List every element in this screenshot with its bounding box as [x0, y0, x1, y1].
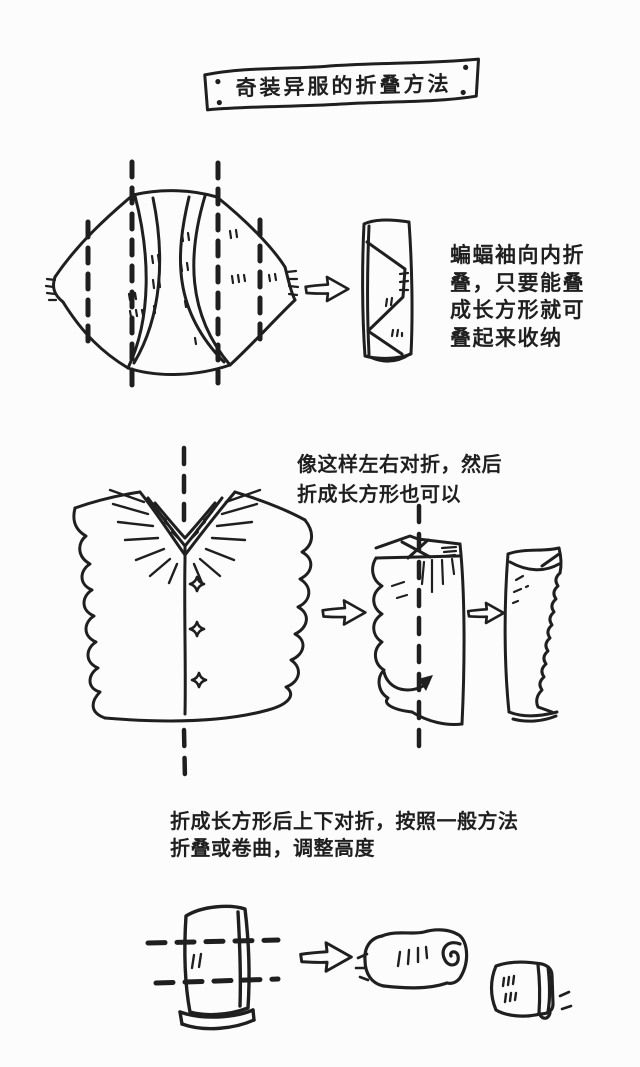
fabric-detail-ticks — [44, 228, 300, 346]
arrow-right-icon — [321, 599, 367, 626]
caption-line: 折成长方形也可以 — [297, 482, 461, 506]
arrow-right-icon — [466, 601, 506, 625]
block-outline — [489, 960, 555, 1020]
caption-line: 折成长方形后上下对折，按照一般方法 — [170, 809, 519, 833]
batwing-garment-illustration — [44, 159, 300, 393]
frill-edge-line — [535, 571, 562, 714]
roll-outline — [363, 928, 469, 990]
caption-line: 蝙蝠袖向内折 — [450, 243, 585, 267]
caption-line: 成长方形就可 — [450, 298, 585, 322]
flip-curl-arrow — [382, 670, 433, 692]
bundle-outline — [361, 218, 414, 363]
step-1-caption: 蝙蝠袖向内折 叠，只要能叠 成长方形就可 叠起来收纳 — [450, 242, 585, 352]
right-collar-band — [192, 194, 232, 367]
vest-center-placket — [183, 558, 187, 716]
rect3-detail-ticks — [190, 952, 203, 970]
left-collar-band — [126, 194, 148, 370]
fold-line-dashes — [85, 159, 263, 393]
rect-outline — [503, 546, 563, 723]
arrow-right-icon — [304, 275, 350, 303]
page-title: 奇装异服的折叠方法 — [235, 71, 452, 101]
rect-detail-ticks — [511, 574, 530, 605]
horizontal-fold-line-dashes — [145, 937, 281, 986]
vest-folded-half-illustration — [371, 503, 466, 751]
arrow-right-icon — [299, 941, 353, 973]
plaque-tack-dots — [215, 64, 469, 106]
rolled-garment-illustration — [354, 928, 469, 990]
rect3-outline — [178, 904, 256, 1031]
vest-folded-rectangle-illustration — [503, 546, 563, 723]
diamond-buttons — [188, 575, 208, 689]
frilled-vest-illustration — [72, 445, 314, 783]
vest-right-scalloped-edge — [266, 518, 314, 712]
half-fold-details — [390, 545, 458, 600]
emphasis-marks — [558, 990, 573, 1011]
bundle-detail-ticks — [384, 271, 410, 338]
vest-hem — [103, 708, 270, 723]
caption-line: 叠起来收纳 — [450, 325, 563, 350]
roll-hatches — [396, 945, 429, 968]
step-2-caption: 像这样左右对折，然后 折成长方形也可以 — [297, 449, 502, 509]
scalloped-fold-edge — [371, 556, 414, 714]
caption-line: 叠，只要能叠 — [450, 270, 585, 295]
folded-block-illustration — [489, 960, 573, 1020]
collar-hatching — [156, 510, 214, 541]
block-hatches — [501, 974, 518, 1004]
collar-gather-rays — [108, 488, 262, 585]
emphasis-marks — [354, 952, 370, 982]
folded-batwing-bundle-illustration — [361, 218, 414, 363]
vest-left-scalloped-edge — [72, 506, 107, 720]
caption-line: 折叠或卷曲，调整高度 — [170, 836, 375, 860]
plaque-frame — [203, 57, 480, 112]
caption-line: 像这样左右对折，然后 — [297, 452, 502, 476]
roll-spiral — [441, 941, 462, 967]
step-3-caption: 折成长方形后上下对折，按照一般方法 折叠或卷曲，调整高度 — [170, 808, 519, 862]
center-fold-line-dashes — [181, 445, 188, 783]
title-plaque: 奇装异服的折叠方法 — [195, 50, 488, 120]
rectangle-with-fold-lines-illustration — [145, 904, 281, 1031]
vest-outline — [72, 490, 314, 723]
